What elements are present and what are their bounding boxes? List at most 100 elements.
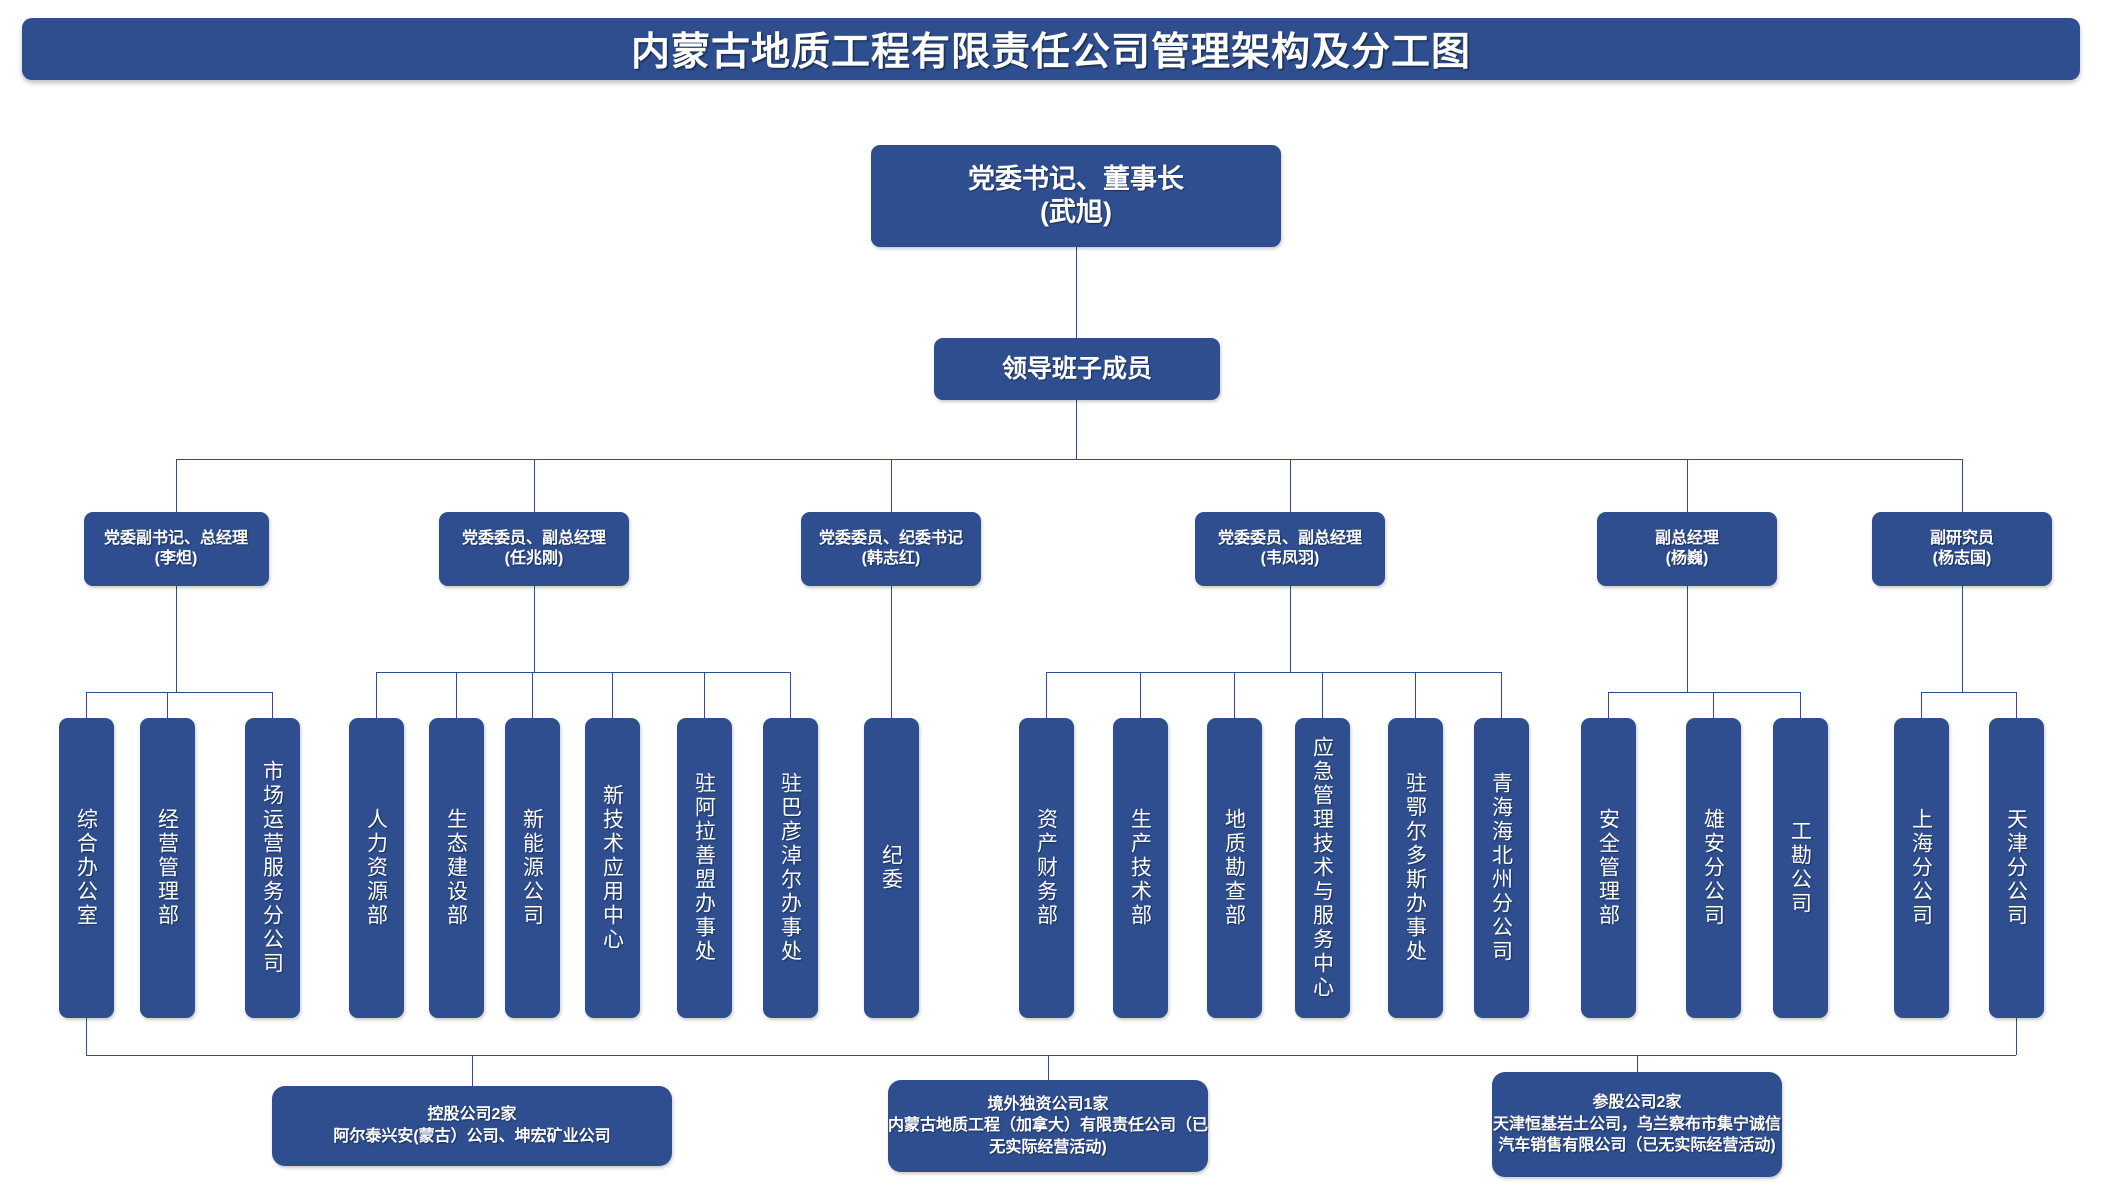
department-node-12-label: 地质勘查部 xyxy=(1222,808,1246,928)
department-node-19[interactable]: 上海分公司 xyxy=(1893,718,1949,1018)
executive-node-0[interactable]: 党委副书记、总经理 (李炟) xyxy=(83,512,269,586)
connector-line-vertical xyxy=(167,692,169,718)
connector-line-horizontal xyxy=(176,459,1962,461)
department-node-6-label: 新技术应用中心 xyxy=(600,784,624,952)
connector-line-vertical xyxy=(176,586,178,692)
department-node-1[interactable]: 经营管理部 xyxy=(139,718,195,1018)
executive-node-5[interactable]: 副研究员 (杨志国) xyxy=(1872,512,2052,586)
department-node-15-label: 青海海北州分公司 xyxy=(1489,772,1513,964)
connector-line-vertical xyxy=(2016,692,2018,718)
connector-line-vertical xyxy=(612,672,614,718)
department-node-13-label: 应急管理技术与服务中心 xyxy=(1310,736,1334,1000)
executive-node-1[interactable]: 党委委员、副总经理 (任兆刚) xyxy=(439,512,629,586)
department-node-16-label: 安全管理部 xyxy=(1596,808,1620,928)
connector-line-vertical xyxy=(891,586,893,718)
note-node-2[interactable]: 参股公司2家天津恒基岩土公司，乌兰察布市集宁诚信汽车销售有限公司（已无实际经营活… xyxy=(1492,1072,1782,1177)
note-node-1[interactable]: 境外独资公司1家内蒙古地质工程（加拿大）有限责任公司（已无实际经营活动) xyxy=(888,1080,1208,1172)
connector-line-vertical xyxy=(176,459,178,512)
connector-line-vertical xyxy=(704,672,706,718)
connector-line-vertical xyxy=(1234,672,1236,718)
department-node-3[interactable]: 人力资源部 xyxy=(348,718,404,1018)
chairman-node-label: 党委书记、董事长 (武旭) xyxy=(968,164,1184,227)
department-node-9[interactable]: 纪委 xyxy=(863,718,919,1018)
connector-line-vertical xyxy=(1076,247,1078,338)
department-node-5-label: 新能源公司 xyxy=(520,808,544,928)
leadership-team-node[interactable]: 领导班子成员 xyxy=(934,338,1220,400)
note-node-1-heading: 境外独资公司1家 xyxy=(987,1095,1109,1113)
connector-line-vertical xyxy=(376,672,378,718)
connector-line-vertical xyxy=(534,459,536,512)
connector-line-vertical xyxy=(1921,692,1923,718)
note-node-1-body: 内蒙古地质工程（加拿大）有限责任公司（已无实际经营活动) xyxy=(888,1117,1209,1156)
chairman-node[interactable]: 党委书记、董事长 (武旭) xyxy=(871,145,1281,247)
department-node-20[interactable]: 天津分公司 xyxy=(1988,718,2044,1018)
department-node-7-label: 驻阿拉善盟办事处 xyxy=(692,772,716,964)
department-node-7[interactable]: 驻阿拉善盟办事处 xyxy=(676,718,732,1018)
note-node-0[interactable]: 控股公司2家阿尔泰兴安(蒙古）公司、坤宏矿业公司 xyxy=(272,1086,672,1166)
connector-line-vertical xyxy=(1046,672,1048,718)
department-node-1-label: 经营管理部 xyxy=(155,808,179,928)
connector-line-vertical xyxy=(1962,459,1964,512)
connector-line-vertical xyxy=(1290,459,1292,512)
connector-line-vertical xyxy=(1501,672,1503,718)
connector-line-vertical xyxy=(891,459,893,512)
note-node-2-text: 参股公司2家天津恒基岩土公司，乌兰察布市集宁诚信汽车销售有限公司（已无实际经营活… xyxy=(1492,1092,1782,1157)
executive-node-3[interactable]: 党委委员、副总经理 (韦凤羽) xyxy=(1195,512,1385,586)
department-node-5[interactable]: 新能源公司 xyxy=(504,718,560,1018)
leadership-team-node-label: 领导班子成员 xyxy=(1001,354,1152,383)
connector-line-vertical xyxy=(272,692,274,718)
connector-line-vertical xyxy=(1048,1055,1050,1080)
department-node-18-label: 工勘公司 xyxy=(1788,820,1812,916)
connector-line-vertical xyxy=(1637,1055,1639,1072)
department-node-15[interactable]: 青海海北州分公司 xyxy=(1473,718,1529,1018)
department-node-17[interactable]: 雄安分公司 xyxy=(1685,718,1741,1018)
connector-line-vertical xyxy=(86,692,88,718)
department-node-3-label: 人力资源部 xyxy=(364,808,388,928)
department-node-8[interactable]: 驻巴彦淖尔办事处 xyxy=(762,718,818,1018)
connector-line-vertical xyxy=(1415,672,1417,718)
connector-line-vertical xyxy=(1076,400,1078,459)
note-node-2-body: 天津恒基岩土公司，乌兰察布市集宁诚信汽车销售有限公司（已无实际经营活动) xyxy=(1492,1115,1781,1155)
department-node-17-label: 雄安分公司 xyxy=(1701,808,1725,928)
department-node-2[interactable]: 市场运营服务分公司 xyxy=(244,718,300,1018)
page-title: 内蒙古地质工程有限责任公司管理架构及分工图 xyxy=(630,31,1471,74)
connector-line-horizontal xyxy=(1046,672,1501,674)
connector-line-vertical xyxy=(472,1055,474,1086)
department-node-8-label: 驻巴彦淖尔办事处 xyxy=(778,772,802,964)
department-node-16[interactable]: 安全管理部 xyxy=(1580,718,1636,1018)
department-node-11[interactable]: 生产技术部 xyxy=(1112,718,1168,1018)
department-node-18[interactable]: 工勘公司 xyxy=(1772,718,1828,1018)
note-node-2-heading: 参股公司2家 xyxy=(1592,1094,1682,1112)
connector-line-vertical xyxy=(1290,586,1292,672)
connector-line-vertical xyxy=(86,1018,88,1055)
department-node-0[interactable]: 综合办公室 xyxy=(58,718,114,1018)
connector-line-vertical xyxy=(1608,692,1610,718)
department-node-10[interactable]: 资产财务部 xyxy=(1018,718,1074,1018)
note-node-0-text: 控股公司2家阿尔泰兴安(蒙古）公司、坤宏矿业公司 xyxy=(333,1104,610,1147)
department-node-14[interactable]: 驻鄂尔多斯办事处 xyxy=(1387,718,1443,1018)
connector-line-vertical xyxy=(1713,692,1715,718)
department-node-13[interactable]: 应急管理技术与服务中心 xyxy=(1294,718,1350,1018)
note-node-0-body: 阿尔泰兴安(蒙古）公司、坤宏矿业公司 xyxy=(333,1128,611,1145)
connector-line-vertical xyxy=(1140,672,1142,718)
executive-node-3-label: 党委委员、副总经理 (韦凤羽) xyxy=(1217,530,1362,567)
executive-node-2[interactable]: 党委委员、纪委书记 (韩志红) xyxy=(801,512,981,586)
executive-node-4-label: 副总经理 (杨巍) xyxy=(1654,530,1719,567)
department-node-12[interactable]: 地质勘查部 xyxy=(1206,718,1262,1018)
executive-node-4[interactable]: 副总经理 (杨巍) xyxy=(1597,512,1777,586)
connector-line-vertical xyxy=(456,672,458,718)
page-title-banner: 内蒙古地质工程有限责任公司管理架构及分工图 xyxy=(22,18,2080,80)
executive-node-0-label: 党委副书记、总经理 (李炟) xyxy=(103,530,248,567)
connector-line-horizontal xyxy=(86,1055,2016,1057)
department-node-4[interactable]: 生态建设部 xyxy=(428,718,484,1018)
connector-line-horizontal xyxy=(86,692,272,694)
connector-line-vertical xyxy=(532,672,534,718)
department-node-19-label: 上海分公司 xyxy=(1909,808,1933,928)
connector-line-vertical xyxy=(1687,459,1689,512)
connector-line-vertical xyxy=(1800,692,1802,718)
connector-line-vertical xyxy=(1322,672,1324,718)
department-node-4-label: 生态建设部 xyxy=(444,808,468,928)
connector-line-vertical xyxy=(1962,586,1964,692)
department-node-6[interactable]: 新技术应用中心 xyxy=(584,718,640,1018)
